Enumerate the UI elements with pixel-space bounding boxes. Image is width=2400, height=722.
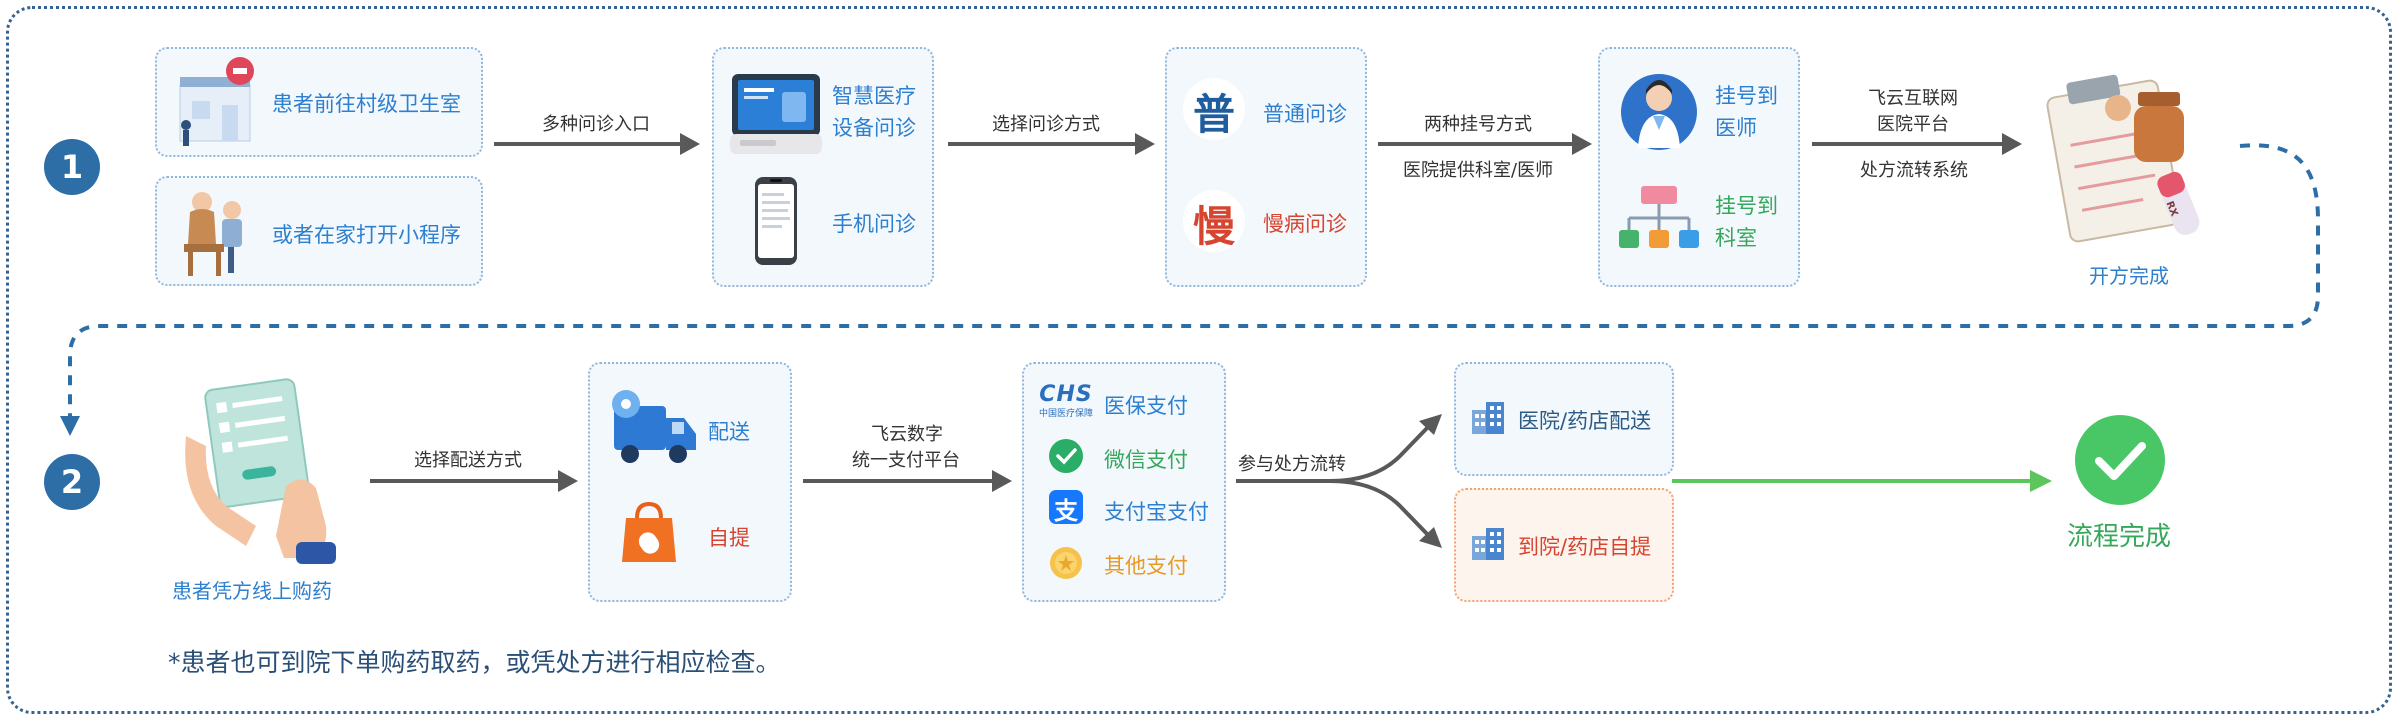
alipay-badge (1049, 490, 1083, 524)
prescription-done-label: 开方完成 (2089, 264, 2169, 288)
general-consult-label: 普通问诊 (1263, 102, 1347, 126)
arrow-platform-label-2: 医院平台 (1877, 114, 1949, 135)
step-2-badge: 2 (44, 454, 100, 510)
pickup-bag-icon (622, 501, 676, 562)
phone-consult-label: 手机问诊 (832, 212, 916, 236)
home-miniapp-label: 或者在家打开小程序 (272, 223, 461, 247)
arrow-method-label: 选择问诊方式 (992, 114, 1100, 135)
arrow-delivery-choice-label: 选择配送方式 (414, 450, 522, 471)
smartphone-icon (755, 177, 797, 265)
arrow-platform-label-1: 飞云互联网 (1868, 88, 1958, 109)
coin-icon (1050, 547, 1082, 579)
register-doctor-label: 挂号到 医师 (1715, 80, 1778, 144)
register-doctor-line2: 医师 (1715, 116, 1757, 140)
register-doctor-line1: 挂号到 (1715, 84, 1778, 108)
doctor-icon (1621, 74, 1697, 150)
register-dept-line2: 科室 (1715, 226, 1757, 250)
smart-device-label: 智慧医疗 设备问诊 (832, 80, 916, 144)
wechat-pay-label: 微信支付 (1104, 448, 1188, 472)
delivery-label: 配送 (708, 420, 750, 444)
tablet-hand-icon (185, 378, 336, 564)
chronic-char-icon: 慢 (1192, 202, 1235, 251)
chronic-consult-label: 慢病问诊 (1263, 212, 1347, 236)
arrow-platform-label-bottom: 处方流转系统 (1860, 160, 1968, 181)
general-badge (1183, 78, 1245, 140)
rx-text: RX (2163, 200, 2179, 219)
arrow-entry-label: 多种问诊入口 (542, 114, 650, 135)
building-icon-2 (1472, 528, 1504, 560)
buy-online-label: 患者凭方线上购药 (172, 579, 332, 603)
dashed-connector (68, 143, 2320, 420)
flow-frame (6, 6, 2392, 714)
pickup-label: 自提 (708, 526, 750, 550)
chs-logo-icon: CHS (1039, 382, 1093, 407)
step-1-badge: 1 (44, 139, 100, 195)
delivery-truck-icon (612, 390, 696, 463)
general-char-icon: 普 (1192, 90, 1235, 139)
prescription-icon: RX (2046, 74, 2200, 243)
smart-device-line2: 设备问诊 (832, 116, 916, 140)
footnote: *患者也可到院下单购药取药，或凭处方进行相应检查。 (168, 648, 781, 677)
other-pay-label: 其他支付 (1104, 554, 1188, 578)
hospital-delivery-label: 医院/药店配送 (1518, 409, 1652, 433)
clinic-icon (179, 57, 254, 146)
chs-logo-sub: 中国医疗保障 (1038, 409, 1093, 419)
register-dept-label: 挂号到 科室 (1715, 190, 1778, 254)
chronic-badge (1183, 190, 1245, 252)
wechat-pay-icon (1049, 439, 1083, 473)
village-clinic-label: 患者前往村级卫生室 (272, 92, 461, 116)
alipay-icon: 支 (1054, 497, 1078, 525)
smart-device-line1: 智慧医疗 (832, 84, 916, 108)
building-icon (1472, 402, 1504, 434)
department-tree-icon (1619, 186, 1699, 248)
arrow-branch-down (1329, 479, 1432, 539)
arrow-payment-label-2: 统一支付平台 (852, 450, 960, 471)
arrow-register-label-top: 两种挂号方式 (1424, 114, 1532, 135)
alipay-pay-label: 支付宝支付 (1104, 500, 1209, 524)
arrow-register-label-bottom: 医院提供科室/医师 (1403, 160, 1554, 181)
arrow-branch-label: 参与处方流转 (1238, 454, 1346, 475)
elderly-couple-icon (184, 192, 242, 276)
smart-terminal-icon (730, 74, 822, 154)
medical-insurance-pay-label: 医保支付 (1104, 394, 1188, 418)
check-icon (2075, 415, 2165, 505)
arrow-payment-label-1: 飞云数字 (871, 424, 943, 445)
hospital-pickup-label: 到院/药店自提 (1518, 535, 1652, 559)
register-dept-line1: 挂号到 (1715, 194, 1778, 218)
finish-label: 流程完成 (2067, 522, 2172, 552)
